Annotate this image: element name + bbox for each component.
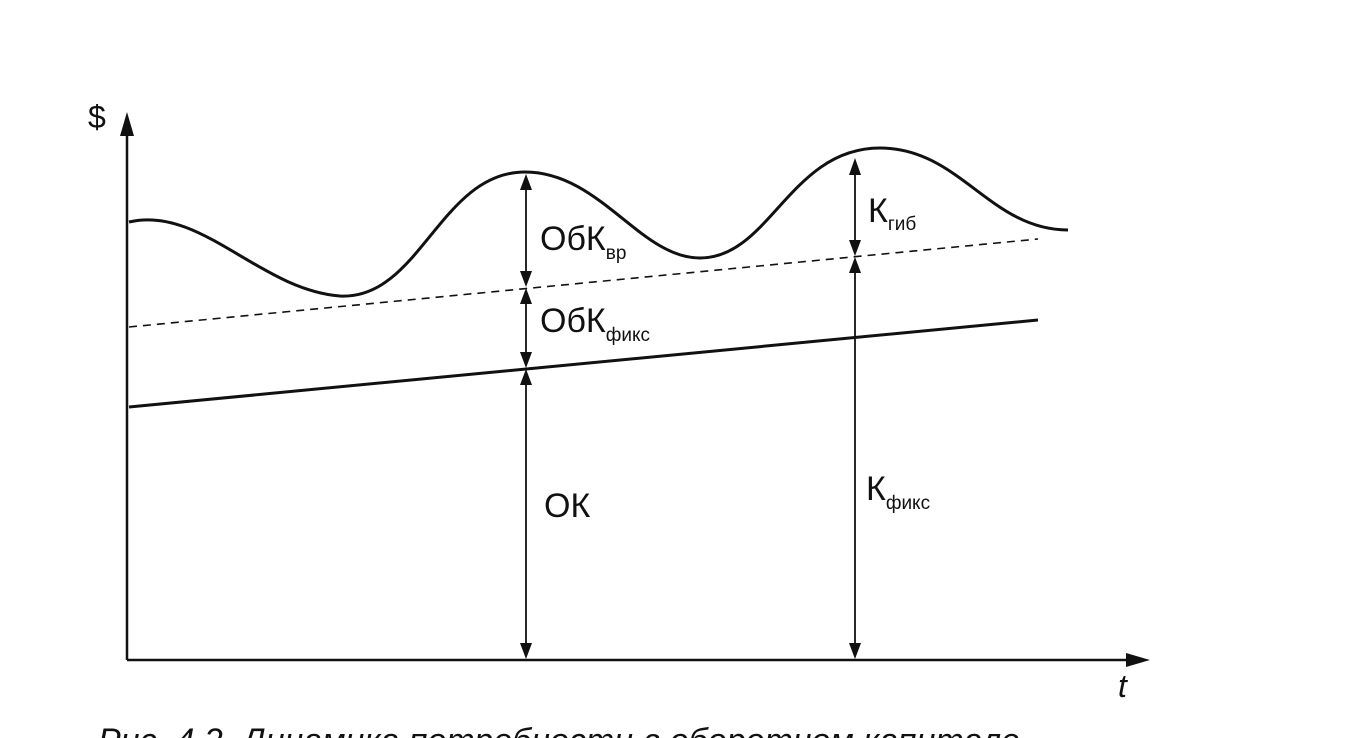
label-k-gib: Кгиб: [868, 192, 916, 235]
label-obk-fiks: ОбКфикс: [540, 302, 650, 346]
dimension-k-gib: [849, 158, 861, 256]
dimension-obk-vr: [520, 174, 532, 287]
y-axis-label: $: [88, 99, 106, 135]
dimension-obk-fiks: [520, 288, 532, 368]
total-need-curve: [128, 146, 1069, 298]
figure-caption: Рис. 4.2. Динамика потребности в оборотн…: [98, 722, 1020, 738]
arrow-up-icon: [520, 174, 532, 190]
arrow-down-icon: [520, 271, 532, 287]
arrow-up-icon: [520, 288, 532, 304]
fixed-capital-line: [128, 318, 1039, 409]
label-ok: ОК: [544, 487, 590, 525]
arrow-up-icon: [520, 369, 532, 385]
label-obk-vr: ОбКвр: [540, 220, 626, 264]
dimension-k-fiks: [849, 257, 861, 659]
permanent-need-line: [128, 238, 1039, 328]
x-axis-arrow-icon: [1126, 653, 1150, 667]
x-axis-label: t: [1118, 668, 1128, 704]
label-k-fiks: Кфикс: [866, 470, 930, 514]
arrow-down-icon: [849, 643, 861, 659]
dimension-ok: [520, 369, 532, 659]
arrow-up-icon: [849, 158, 861, 175]
arrow-down-icon: [520, 352, 532, 368]
arrow-down-icon: [520, 643, 532, 659]
arrow-up-icon: [849, 257, 861, 273]
arrow-down-icon: [849, 240, 861, 256]
y-axis-arrow-icon: [120, 112, 134, 136]
